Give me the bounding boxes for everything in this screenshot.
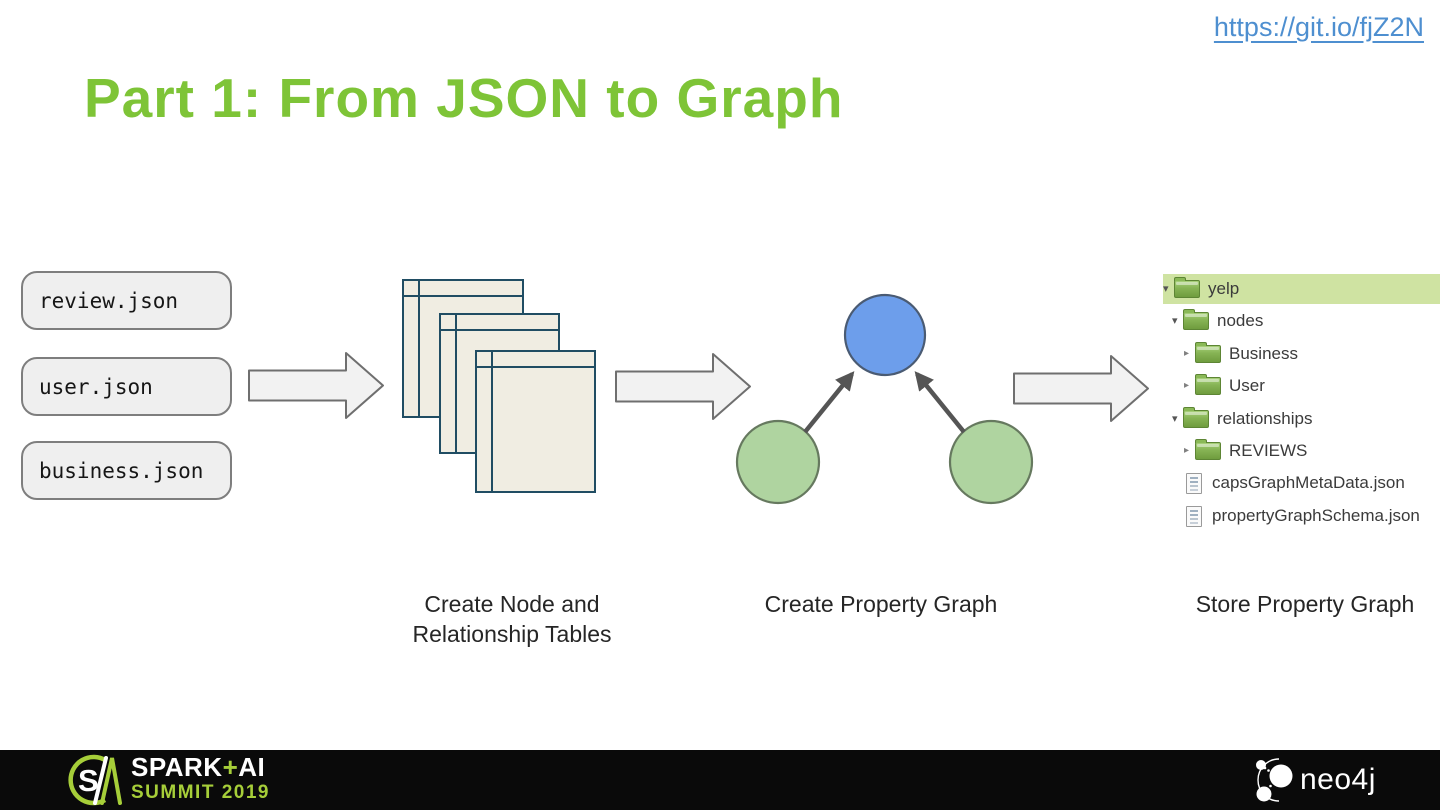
json-file-box-review: review.json — [21, 271, 232, 330]
caption-line: Create Node and — [424, 591, 600, 617]
tree-item-label: propertyGraphSchema.json — [1212, 506, 1420, 525]
flow-arrow-icon — [1013, 355, 1149, 422]
json-file-label: user.json — [39, 374, 153, 399]
plus-sign: + — [222, 752, 239, 782]
tree-item-user: ▸ User — [1163, 371, 1440, 401]
caret-right-icon: ▸ — [1184, 380, 1190, 391]
tree-item-propertygraphschema: propertyGraphSchema.json — [1163, 501, 1440, 531]
spark-summit-wordmark: SPARK+AI SUMMIT 2019 — [131, 754, 270, 802]
folder-icon — [1174, 277, 1200, 298]
property-graph-diagram — [735, 293, 1034, 505]
slide-title: Part 1: From JSON to Graph — [84, 67, 844, 129]
file-icon — [1186, 472, 1202, 494]
caret-right-icon: ▸ — [1184, 348, 1190, 359]
caret-down-icon: ▾ — [1163, 282, 1169, 295]
neo4j-graph-icon — [1256, 758, 1293, 802]
tree-item-label: User — [1229, 376, 1265, 395]
folder-icon — [1183, 309, 1209, 330]
tree-item-yelp: ▾ yelp — [1163, 274, 1440, 304]
tree-item-business: ▸ Business — [1163, 339, 1440, 369]
node-circle-green — [735, 419, 821, 505]
flow-arrow-icon — [248, 352, 384, 419]
caret-down-icon: ▾ — [1172, 412, 1178, 425]
json-file-box-user: user.json — [21, 357, 232, 416]
folder-icon — [1195, 439, 1221, 460]
relationship-arrow-icon — [803, 371, 855, 434]
folder-icon — [1195, 374, 1221, 395]
summit-year-label: SUMMIT 2019 — [131, 782, 270, 803]
neo4j-logo: neo4j — [1251, 755, 1376, 805]
node-circle-blue — [843, 293, 927, 377]
folder-icon — [1195, 342, 1221, 363]
node-circle-green — [948, 419, 1034, 505]
caret-down-icon: ▾ — [1172, 314, 1178, 327]
tree-item-reviews: ▸ REVIEWS — [1163, 436, 1440, 466]
caption-store-property-graph: Store Property Graph — [1195, 591, 1415, 617]
json-file-label: business.json — [39, 458, 204, 483]
tree-item-label: nodes — [1217, 311, 1264, 330]
caret-right-icon: ▸ — [1184, 445, 1190, 456]
tree-item-label: Business — [1229, 344, 1298, 363]
flow-arrow-icon — [615, 353, 751, 420]
footer-bar: S SPARK+AI SUMMIT 2019 neo4j — [0, 750, 1440, 810]
git-short-link[interactable]: https://git.io/fjZ2N — [1213, 12, 1424, 42]
caption-create-tables: Create Node and Relationship Tables — [362, 589, 662, 649]
folder-icon — [1183, 407, 1209, 428]
table-icon — [475, 350, 596, 493]
caption-line: Relationship Tables — [412, 621, 612, 647]
tree-item-relationships: ▾ relationships — [1163, 404, 1440, 434]
svg-text:S: S — [78, 763, 99, 798]
spark-word: SPARK — [131, 752, 223, 782]
neo4j-wordmark: neo4j — [1300, 763, 1376, 796]
tree-item-label: yelp — [1208, 279, 1240, 298]
json-file-label: review.json — [39, 288, 179, 313]
ai-word: AI — [238, 752, 266, 782]
tree-item-nodes: ▾ nodes — [1163, 306, 1440, 336]
caption-create-property-graph: Create Property Graph — [764, 591, 998, 617]
tree-item-label: capsGraphMetaData.json — [1212, 473, 1405, 492]
tree-item-label: REVIEWS — [1229, 441, 1308, 460]
relationship-arrow-icon — [914, 371, 966, 434]
file-icon — [1186, 505, 1202, 527]
tree-item-capsgraphmetadata: capsGraphMetaData.json — [1163, 468, 1440, 498]
tree-item-label: relationships — [1217, 409, 1313, 428]
json-file-box-business: business.json — [21, 441, 232, 500]
spark-summit-logo-icon: S — [68, 754, 122, 806]
